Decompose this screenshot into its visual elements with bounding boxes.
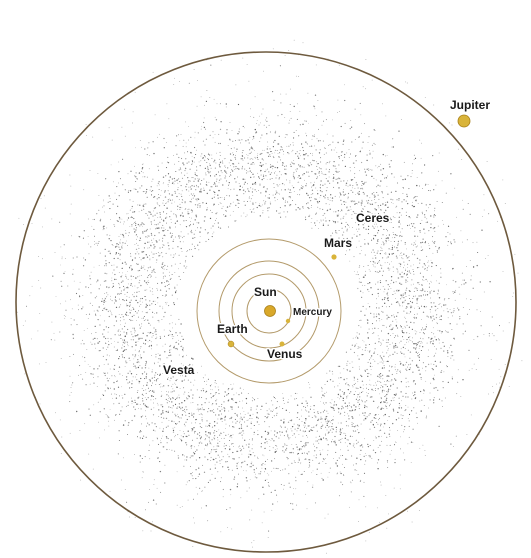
sun-marker [264,305,276,317]
mercury-label: Mercury [293,307,332,318]
earth-label: Earth [217,322,248,336]
venus-orbit [231,273,307,349]
mars-orbit [196,238,342,384]
sun-label: Sun [254,285,277,299]
jupiter-label: Jupiter [450,98,490,112]
mercury-orbit [246,288,292,334]
asteroid-belt [17,39,523,554]
venus-label: Venus [267,347,303,361]
mercury-marker [285,318,291,324]
earth-marker [227,340,235,348]
ceres-label: Ceres [356,211,390,225]
venus-marker [279,341,285,347]
jupiter-marker [457,114,471,128]
jupiter-orbit [15,51,517,553]
vesta-label: Vesta [163,363,195,377]
earth-orbit [218,260,320,362]
mars-marker [331,254,337,260]
mars-label: Mars [324,236,352,250]
